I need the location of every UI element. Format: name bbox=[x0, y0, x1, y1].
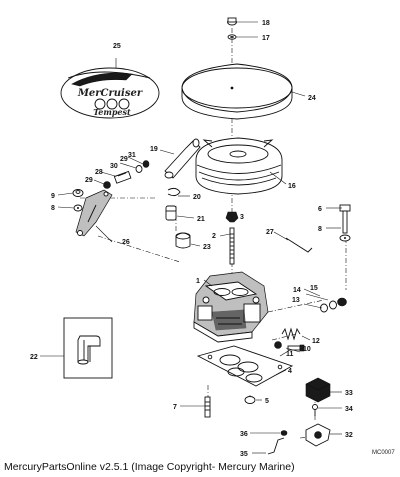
part-24-air-cleaner-cover bbox=[181, 63, 293, 120]
part-35-link bbox=[267, 437, 285, 455]
callout-35: 35 bbox=[240, 451, 248, 458]
part-1-carburetor bbox=[193, 271, 269, 343]
part-28-fitting bbox=[113, 170, 132, 184]
callout-17: 17 bbox=[262, 35, 270, 42]
part-25-decal: MerCruiser Tempest bbox=[60, 67, 160, 119]
callout-24: 24 bbox=[308, 95, 316, 102]
callout-23: 23 bbox=[203, 244, 211, 251]
part-16-air-cleaner-base bbox=[195, 137, 283, 195]
part-8-washer-right bbox=[339, 234, 351, 242]
part-21-fitting bbox=[165, 205, 177, 221]
callout-8-right: 8 bbox=[318, 226, 322, 233]
callout-29-upper: 29 bbox=[120, 156, 128, 163]
part-36-clip bbox=[280, 430, 288, 436]
callout-5: 5 bbox=[265, 398, 269, 405]
callout-33: 33 bbox=[345, 390, 353, 397]
part-15-nut bbox=[337, 297, 347, 307]
callout-22: 22 bbox=[30, 354, 38, 361]
callout-14: 14 bbox=[293, 287, 301, 294]
callout-numbers: 18 17 24 25 16 19 31 29 30 28 29 9 8 26 … bbox=[30, 20, 353, 458]
callout-21: 21 bbox=[197, 216, 205, 223]
callout-6: 6 bbox=[318, 206, 322, 213]
callout-8: 8 bbox=[51, 205, 55, 212]
part-34-screw bbox=[312, 404, 318, 416]
part-18-wing-nut bbox=[227, 17, 237, 26]
part-8-washer bbox=[73, 204, 83, 212]
part-4-gasket bbox=[196, 345, 294, 387]
callout-18: 18 bbox=[262, 20, 270, 27]
part-22-inset-fitting bbox=[63, 317, 113, 379]
part-7-stud bbox=[204, 396, 211, 418]
callout-11: 11 bbox=[286, 351, 294, 358]
callout-30: 30 bbox=[110, 163, 118, 170]
part-6-bolt bbox=[339, 204, 351, 234]
part-23-cap bbox=[175, 232, 191, 249]
callout-27: 27 bbox=[266, 229, 274, 236]
callout-2: 2 bbox=[212, 233, 216, 240]
callout-19: 19 bbox=[150, 146, 158, 153]
callout-31: 31 bbox=[128, 152, 136, 159]
callout-28: 28 bbox=[95, 169, 103, 176]
callout-13: 13 bbox=[292, 297, 300, 304]
callout-10: 10 bbox=[303, 346, 311, 353]
part-2-stud bbox=[229, 227, 235, 265]
callout-3: 3 bbox=[240, 214, 244, 221]
callout-15: 15 bbox=[310, 285, 318, 292]
part-31-cap bbox=[142, 160, 150, 168]
part-20-clip bbox=[167, 187, 181, 197]
logo-500-mark bbox=[94, 98, 130, 110]
part-26-bracket bbox=[75, 189, 113, 237]
part-13-washer bbox=[320, 303, 328, 313]
callout-26: 26 bbox=[122, 239, 130, 246]
callout-7: 7 bbox=[173, 404, 177, 411]
logo-line-1: MerCruiser bbox=[77, 88, 143, 99]
callout-34: 34 bbox=[345, 406, 353, 413]
part-27-rod bbox=[285, 237, 313, 253]
callout-1: 1 bbox=[196, 278, 200, 285]
part-3-nut bbox=[225, 211, 239, 223]
part-29-plug bbox=[103, 181, 111, 189]
part-33-block bbox=[305, 377, 331, 403]
part-17-washer bbox=[227, 34, 237, 40]
callout-9: 9 bbox=[51, 193, 55, 200]
part-32-housing bbox=[305, 423, 331, 447]
image-caption: MercuryPartsOnline v2.5.1 (Image Copyrig… bbox=[4, 461, 295, 473]
callout-25: 25 bbox=[113, 43, 121, 50]
part-14-washer bbox=[329, 300, 337, 310]
part-9-grommet bbox=[72, 189, 84, 197]
drawing-code: MC0007 bbox=[372, 450, 395, 456]
part-5-plug bbox=[244, 396, 256, 404]
callout-4: 4 bbox=[288, 368, 292, 375]
leader-lines bbox=[40, 21, 342, 454]
callout-36: 36 bbox=[240, 431, 248, 438]
logo-line-2: Tempest bbox=[93, 107, 131, 117]
part-19-hose bbox=[164, 138, 201, 179]
part-30-fitting bbox=[135, 165, 143, 173]
callout-12: 12 bbox=[312, 338, 320, 345]
callout-32: 32 bbox=[345, 432, 353, 439]
callout-20: 20 bbox=[193, 194, 201, 201]
part-10-screw bbox=[274, 341, 282, 349]
part-12-spring bbox=[281, 327, 301, 341]
callout-29-lower: 29 bbox=[85, 177, 93, 184]
callout-16: 16 bbox=[288, 183, 296, 190]
